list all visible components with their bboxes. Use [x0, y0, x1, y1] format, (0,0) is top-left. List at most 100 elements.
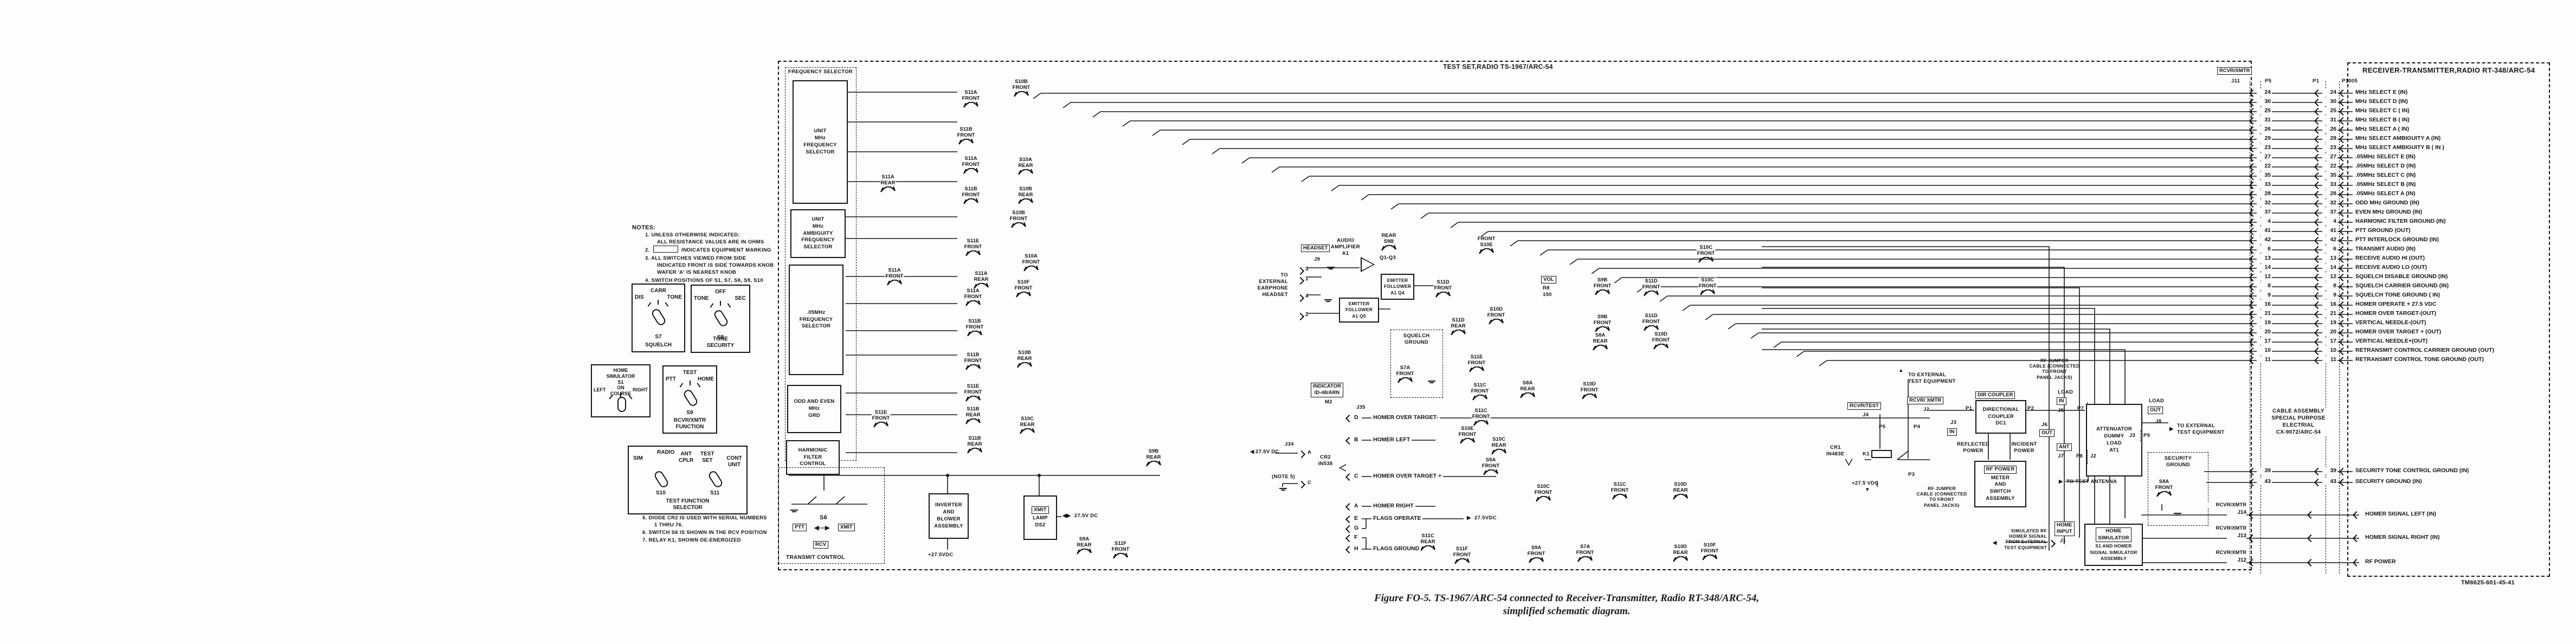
rt-pin-row: 16 16 HOMER OPERATE + 27.5 VDC — [2247, 300, 2572, 311]
switch-wafer-label: S11B REAR — [965, 406, 981, 418]
switch-wafer-label: S10F FRONT — [1700, 542, 1720, 555]
rf-jumper-cable-1: RF JUMPER CABLE (CONNECTED TO FRONT PANE… — [1916, 486, 1967, 508]
rf-power-tag: RF POWER — [1983, 466, 2017, 474]
switch-wafer-label: S11E FRONT — [963, 238, 983, 250]
connector-arrow-icon — [2339, 273, 2347, 282]
s7-pos-carr: CARR — [651, 288, 666, 294]
connector-arrow-icon — [1345, 414, 1354, 423]
ground-symbol — [1324, 299, 1332, 304]
connector-arrow-icon — [2249, 199, 2257, 208]
s9-knob[interactable] — [682, 388, 699, 408]
switch-wafer-label: S11E FRONT — [1467, 354, 1486, 366]
rcv-tag: RCV — [813, 541, 829, 549]
p1005-boundary — [2339, 81, 2340, 574]
connector-arrow-icon — [2307, 511, 2315, 519]
rt-pin-row: 4 4 HARMONIC FILTER GROUND (IN) — [2247, 217, 2572, 228]
panel-test-function-selector: SIM RADIO ANT CPLR S10 TEST SET CONT UNI… — [628, 446, 748, 514]
panel-s1-home-simulator: HOME SIMULATOR S1 ON COURSE LEFT RIGHT — [591, 364, 651, 417]
rt-pin-row: 33 33 .05MHz SELECT B (IN) — [2247, 180, 2572, 191]
p3-front-label: P3 — [1908, 472, 1915, 478]
simulated-rf-label: SIMULATED RF HOMER SIGNAL FROM ExTERNAL … — [2004, 528, 2047, 550]
connector-arrow-icon — [1345, 436, 1354, 445]
switch-wafer-label: S10B FRONT — [1009, 210, 1028, 222]
switch-wafer-label: S10C REAR — [1019, 416, 1035, 428]
switch-wafer-label: S11A FRONT — [885, 267, 904, 280]
connector-arrow-icon — [2339, 89, 2347, 98]
connector-arrow-icon — [2248, 558, 2257, 567]
s10-pos-ant-cplr: ANT CPLR — [679, 451, 694, 463]
connector-arrow-icon — [2314, 98, 2322, 107]
connector-arrow-icon — [2249, 153, 2257, 162]
cable-assembly-label: CABLE ASSEMBLY SPECIAL PURPOSE ELECTRIAL… — [2270, 408, 2327, 436]
s8-knob[interactable] — [712, 308, 730, 328]
load-label-2: LOAD — [2149, 398, 2165, 404]
panel-s9-rcvr-xmtr-function: PTT TEST HOME S9 RCVR/XMTR FUNCTION — [662, 365, 717, 434]
note-7: 7. RELAY K1, SHOWN DE-ENERGIZED — [642, 537, 741, 543]
s9-pos-home: HOME — [698, 376, 714, 382]
s7-knob[interactable] — [650, 307, 667, 327]
p4-front-label: P4 — [1914, 424, 1921, 430]
s11-knob[interactable] — [707, 469, 724, 489]
note5-ref: (NOTE 5) — [1272, 474, 1296, 480]
switch-wafer-label: S11A FRONT — [963, 288, 983, 300]
note-3b: INDICATED FRONT IS SIDE TOWARDS KNOB — [657, 262, 774, 268]
ground-symbol — [1428, 381, 1435, 385]
switch-wafer-label: S11E FRONT — [871, 409, 891, 422]
test-set-title: TEST SET,RADIO TS-1967/ARC-54 — [1442, 63, 1554, 72]
s10-name: S10 — [656, 490, 666, 496]
cr1-label: CR1 IN483B — [1826, 445, 1845, 457]
connector-arrow-icon — [1345, 525, 1354, 533]
p7-label: P7 — [2077, 405, 2084, 411]
connector-arrow-icon — [1296, 267, 1305, 275]
s8-pos-sec: SEC — [735, 295, 746, 301]
switch-wafer-label: S11C FRONT — [1470, 382, 1490, 395]
rt-title: RECEIVER-TRANSMITTER,RADIO RT-348/ARC-54 — [2361, 66, 2536, 75]
out-tag-1: OUT — [2039, 429, 2055, 437]
inverter-voltage: +27.5VDC — [928, 552, 954, 558]
frequency-selector-label: FREQUENCY SELECTOR — [787, 69, 854, 76]
connector-arrow-icon — [2339, 356, 2347, 365]
j35-label: J35 — [1356, 404, 1366, 410]
switch-wafer-label: REAR S9B — [1381, 233, 1397, 245]
connector-arrow-icon — [2314, 282, 2322, 291]
connector-arrow-icon — [2249, 338, 2257, 346]
connector-arrow-icon — [2314, 273, 2322, 282]
r8-label: R8 150 — [1543, 285, 1552, 298]
note-5: 5. DIODE CR2 IS USED WITH SERIAL NUMBERS — [642, 515, 767, 521]
arrow-left-icon: ◀ — [1993, 540, 1997, 546]
j34-pin-c: C — [1308, 480, 1312, 486]
connector-arrow-icon — [2314, 190, 2322, 199]
switch-wafer-label: S11D FRONT — [1641, 278, 1661, 291]
connector-arrow-icon — [2339, 172, 2347, 181]
j9-pin: 2 — [1296, 311, 1318, 322]
connector-arrow-icon — [2249, 236, 2257, 245]
connector-arrow-icon — [2249, 218, 2257, 227]
s7-pos-tone: TONE — [667, 294, 682, 300]
rt-pin-row: 17 17 VERTICAL NEEDLE+(OUT) — [2247, 337, 2572, 347]
connector-arrow-icon — [2339, 319, 2347, 328]
dir-coupler-tag: DIR COUPLER — [1975, 391, 2015, 400]
note-2: 2. — [645, 247, 650, 253]
arrow-right-icon: ▶ — [2059, 479, 2063, 485]
connector-arrow-icon — [2314, 478, 2322, 487]
security-ground-label: SECURITY GROUND — [2163, 455, 2193, 468]
s10-knob[interactable] — [653, 469, 670, 489]
connector-arrow-icon — [2249, 98, 2257, 107]
lamp-voltage: 27.5V DC — [1074, 513, 1098, 519]
switch-wafer-label: S10B REAR — [1016, 350, 1033, 362]
s9-function: RCVR/XMTR FUNCTION — [673, 417, 706, 430]
s6-label: S6 — [820, 514, 828, 521]
connector-arrow-icon — [2314, 107, 2322, 116]
rcvr-xmtr-tag-top: RCVR/XMTR — [2217, 67, 2252, 75]
connector-arrow-icon — [1345, 545, 1354, 554]
arrow-right-icon: ▶ — [2169, 426, 2174, 432]
switch-wafer-label: S11C REAR — [1420, 533, 1436, 545]
rt-pin-row: 21 21 HOMER OVER TARGET-(OUT) — [2247, 309, 2572, 320]
connector-arrow-icon — [2314, 144, 2322, 153]
switch-wafer-label: S7A FRONT — [1395, 365, 1415, 377]
s1-knob[interactable] — [617, 397, 626, 412]
emitter-follower-q5-box: EMITTER FOLLOWER A1 Q5 — [1339, 298, 1379, 323]
squelch-ground-boundary — [1390, 330, 1443, 398]
arrow-up-icon: ▲ — [1898, 368, 1904, 373]
s9-pos-test: TEST — [682, 370, 697, 376]
